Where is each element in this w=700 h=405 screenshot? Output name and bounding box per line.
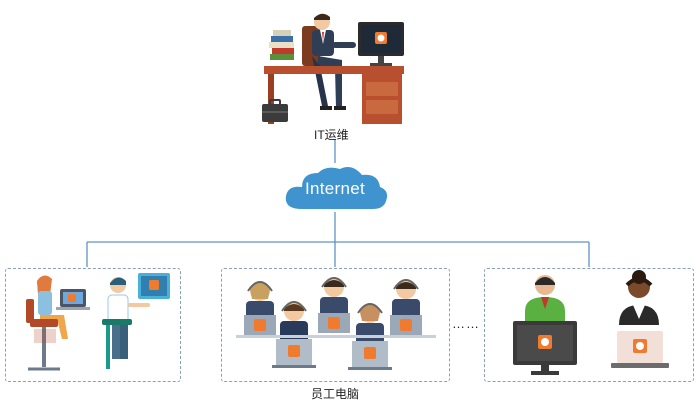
admin-label: IT运维 xyxy=(314,128,349,142)
cloud-icon xyxy=(285,167,388,209)
internet-label: Internet xyxy=(305,179,366,198)
monitor-icon xyxy=(358,22,404,66)
employee-group-1 xyxy=(5,268,181,382)
headset-agent-icon xyxy=(236,277,436,370)
laptop-icon xyxy=(611,331,669,368)
briefcase-icon xyxy=(262,99,288,122)
employee-group-3 xyxy=(484,268,694,382)
books-icon xyxy=(269,30,294,60)
employee-group-2 xyxy=(221,268,450,382)
admin-worker-icon xyxy=(262,13,404,124)
employee-pair-icon xyxy=(26,273,170,371)
ellipsis: …… xyxy=(452,316,480,331)
laptop-icon xyxy=(56,289,90,310)
employee-label: 员工电脑 xyxy=(311,387,360,401)
monitor-icon xyxy=(513,321,577,375)
employee-pair-2-icon xyxy=(513,270,669,375)
